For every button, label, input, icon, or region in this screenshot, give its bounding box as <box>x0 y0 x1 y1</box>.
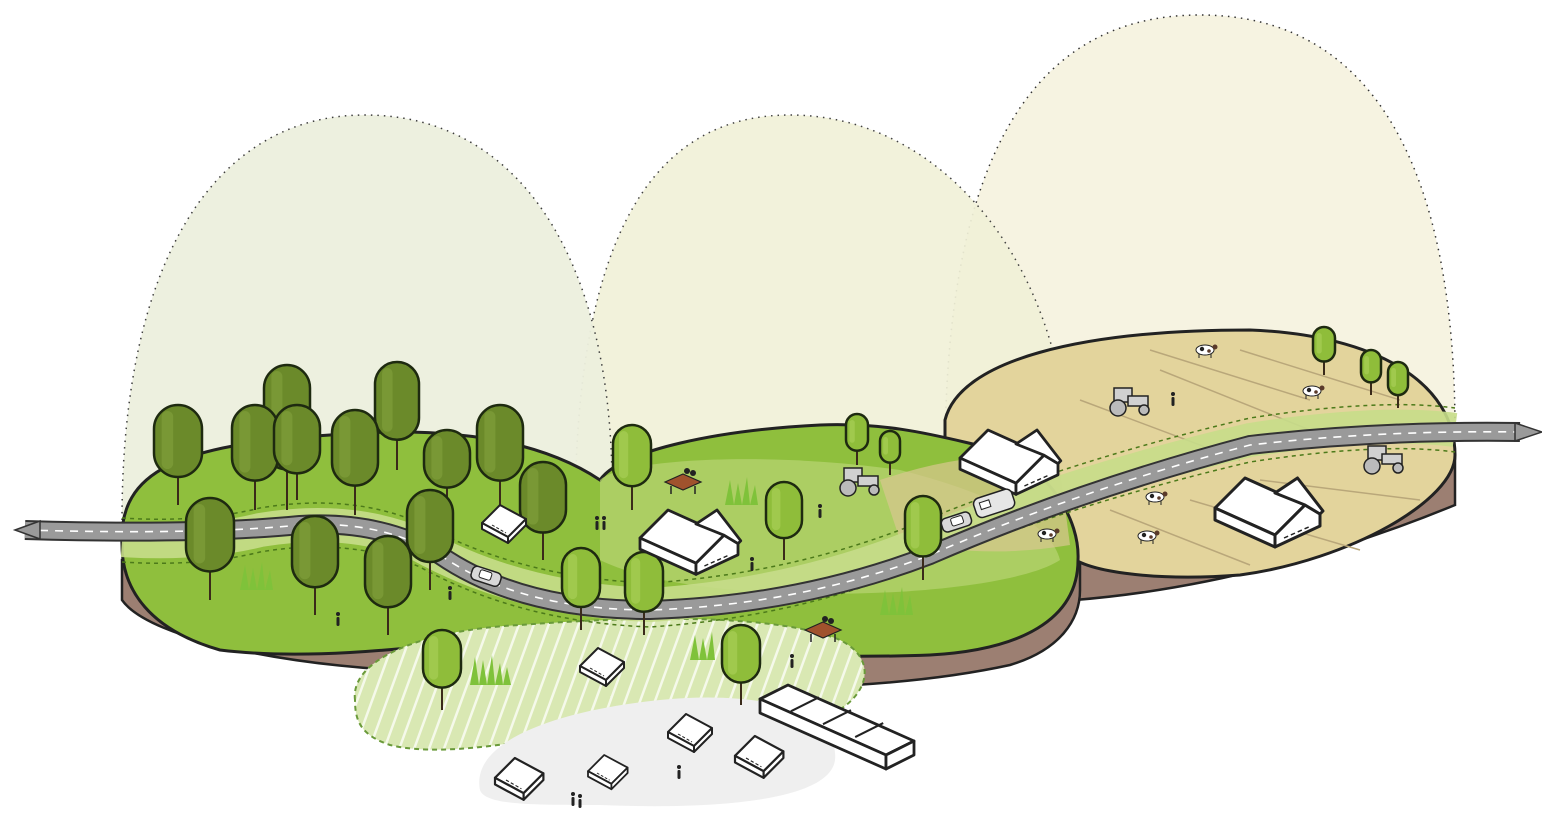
person-icon <box>750 557 754 571</box>
person-icon <box>790 654 794 668</box>
person-icon <box>818 504 822 518</box>
person-icon <box>677 765 681 779</box>
person-icon <box>578 794 582 808</box>
person-icon <box>1171 392 1175 406</box>
person-icon <box>336 612 340 626</box>
person-icon <box>448 586 452 600</box>
road-arrow-right <box>1515 423 1542 441</box>
person-icon <box>571 792 575 806</box>
person-icon <box>602 516 606 530</box>
person-icon <box>595 516 599 530</box>
